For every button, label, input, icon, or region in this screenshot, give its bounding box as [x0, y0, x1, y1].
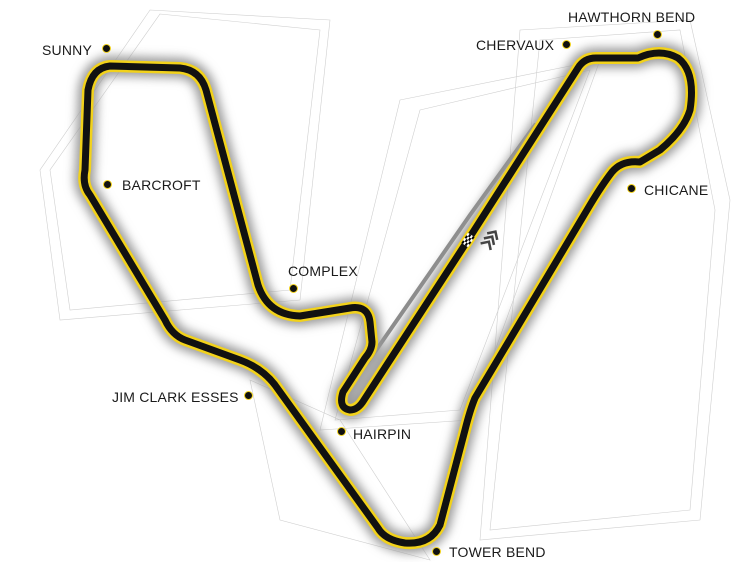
track-kerb	[78, 47, 698, 550]
corner-label-hairpin: HAIRPIN	[353, 426, 412, 442]
corner-label-chervaux: CHERVAUX	[476, 37, 555, 53]
corner-label-barcroft: BARCROFT	[122, 177, 201, 193]
corner-marker	[627, 184, 636, 193]
corner-label-tower-bend: TOWER BEND	[449, 544, 546, 560]
corner-marker	[653, 30, 662, 39]
corner-marker	[337, 427, 346, 436]
corner-marker	[244, 391, 253, 400]
start-finish-flag-icon	[461, 232, 475, 248]
corner-label-jim-clark-esses: JIM CLARK ESSES	[112, 389, 239, 405]
corner-label-hawthorn-bend: HAWTHORN BEND	[568, 9, 696, 25]
corner-marker	[102, 44, 111, 53]
corner-marker	[289, 284, 298, 293]
corner-marker	[562, 40, 571, 49]
corner-label-sunny: SUNNY	[42, 42, 93, 58]
corner-marker	[432, 547, 441, 556]
direction-chevrons-icon	[480, 230, 499, 251]
corner-label-complex: COMPLEX	[288, 263, 358, 279]
corner-marker	[103, 180, 112, 189]
track-glow	[74, 43, 702, 554]
corner-label-chicane: CHICANE	[644, 182, 709, 198]
track-surface	[80, 49, 695, 547]
